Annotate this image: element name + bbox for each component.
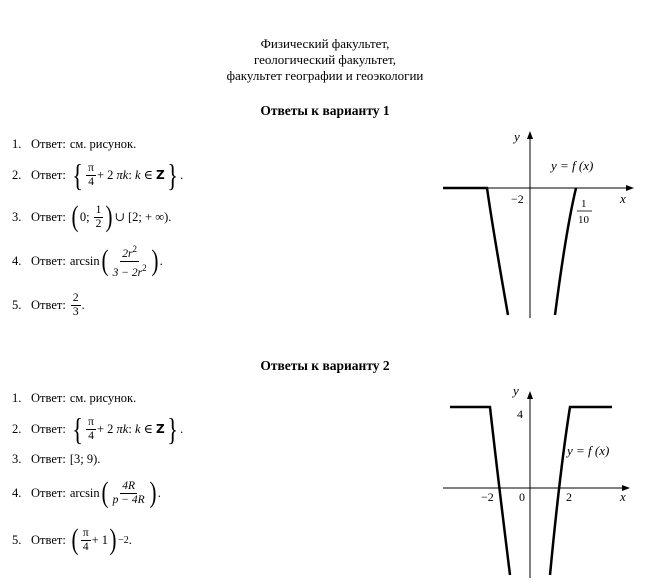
v1-y-label: y	[512, 129, 520, 144]
v2-tick-y4: 4	[517, 407, 523, 421]
v1-tick-frac-den: 10	[578, 214, 590, 226]
v2-x-label: x	[619, 489, 626, 504]
v2-y-label: y	[511, 383, 519, 398]
v2-curve-left	[450, 405, 512, 576]
v2-tick-neg2: −2	[481, 490, 494, 504]
v1-answer-4: 4. Ответ: arcsin ( 2r2 3 − 2r2 ).	[12, 243, 163, 279]
v1-curve-left	[443, 186, 510, 316]
v1-function-label: y = f (x)	[549, 158, 593, 173]
header-line-1: Физический факультет,	[260, 36, 390, 51]
v2-tick-pos2: 2	[566, 490, 572, 504]
v1-y-arrow	[527, 131, 533, 139]
v1-x-arrow	[626, 185, 634, 191]
v1-tick-neg2: −2	[511, 192, 524, 206]
v2-tick-zero: 0	[519, 490, 525, 504]
header-line-2: геологический факультет,	[254, 52, 396, 67]
v1-answer-1: 1. Ответ: см. рисунок.	[12, 136, 137, 151]
v2-x-arrow	[622, 485, 630, 491]
v2-y-arrow	[527, 391, 533, 399]
v1-x-label: x	[619, 191, 626, 206]
faculty-header: Физический факультет, геологический факу…	[0, 36, 650, 84]
v1-curve-right	[553, 187, 578, 316]
v2-curve-right	[548, 405, 612, 576]
v2-answer-1: 1. Ответ: см. рисунок.	[12, 390, 137, 405]
v2-function-label: y = f (x)	[565, 443, 609, 458]
v1-answer-4-formula: arcsin ( 2r2 3 − 2r2 ).	[69, 243, 163, 279]
variant-1-title: Ответы к варианту 1	[260, 103, 390, 118]
header-line-3: факультет географии и геоэкологии	[226, 68, 424, 83]
v1-tick-frac-num: 1	[581, 198, 587, 210]
variant-2-title: Ответы к варианту 2	[260, 358, 390, 373]
v2-answer-3: 3. Ответ: [3; 9).	[12, 451, 101, 466]
